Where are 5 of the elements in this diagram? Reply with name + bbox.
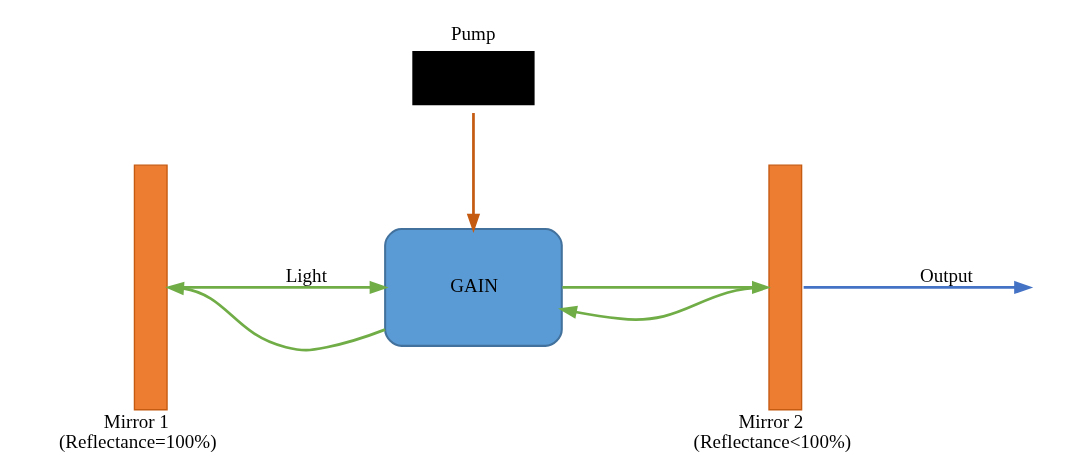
edge-label: Output	[919, 265, 973, 287]
node-label: Mirror 2 (Reflectance<100%)	[693, 410, 852, 453]
node-label: Mirror 1 (Reflectance=100%)	[59, 410, 217, 453]
edge-label: Light	[285, 265, 327, 287]
node-label: Pump	[451, 23, 496, 45]
